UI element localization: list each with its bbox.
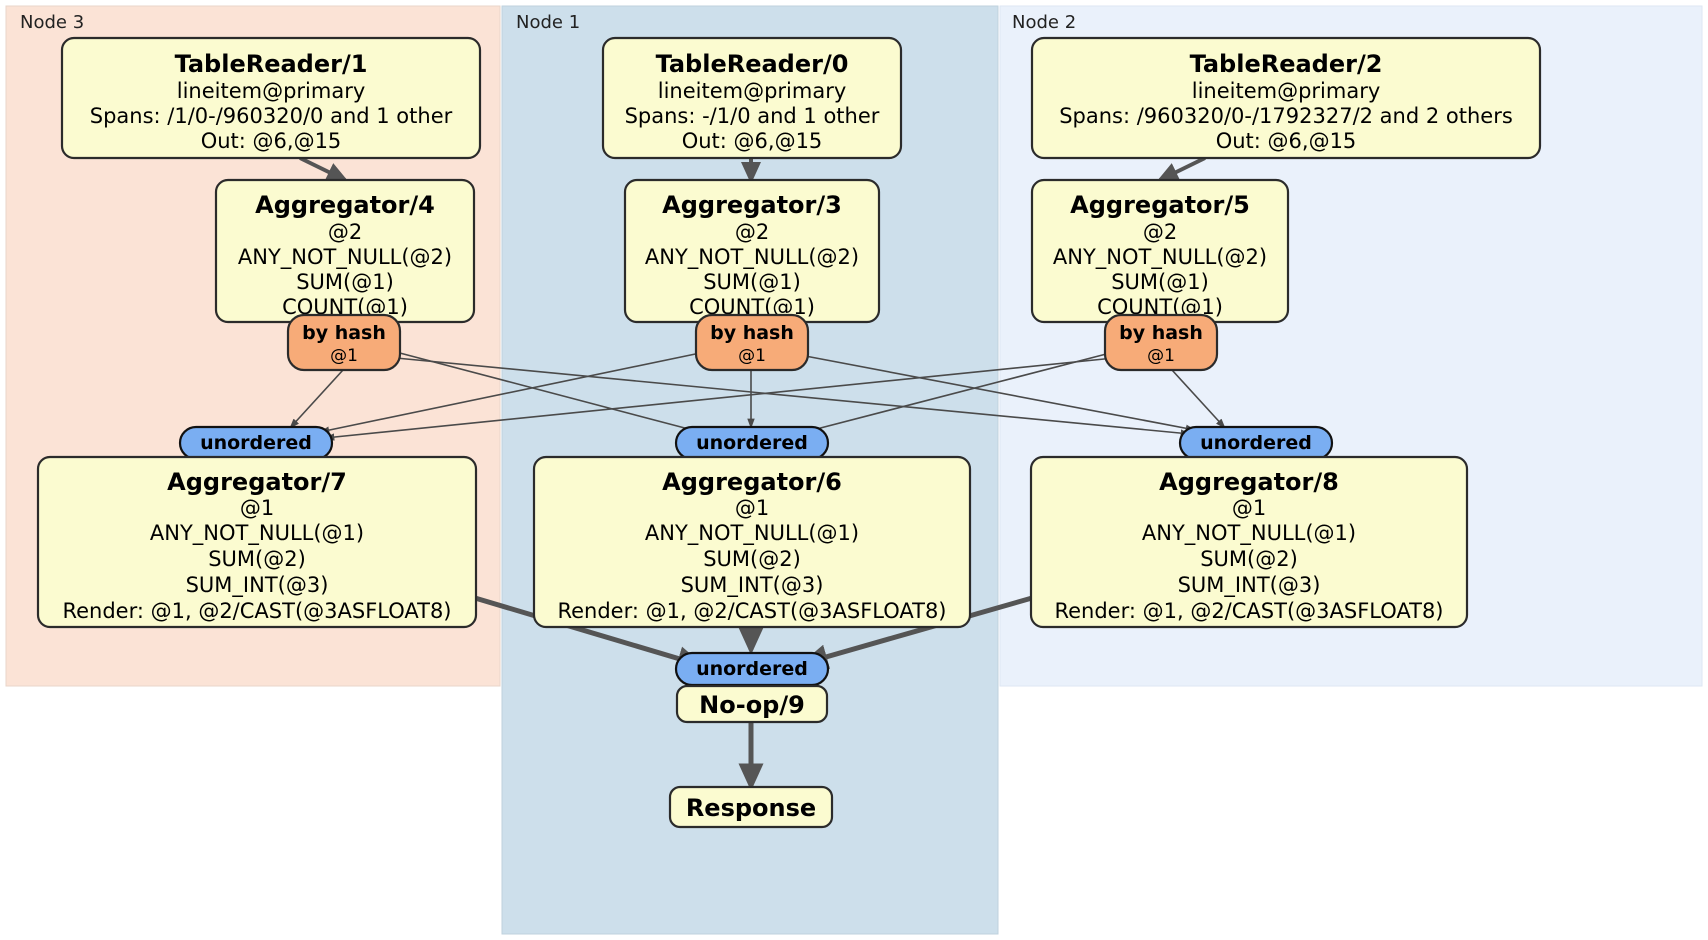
aggregator-8-line-0: @1 bbox=[1232, 496, 1266, 520]
synchronizer-unordered-right[interactable]: unordered bbox=[1178, 425, 1334, 461]
aggregator-6-line-4: Render: @1, @2/CAST(@3ASFLOAT8) bbox=[557, 599, 946, 623]
table-reader-1-line-1: Spans: /1/0-/960320/0 and 1 other bbox=[90, 104, 453, 128]
aggregator-8-line-1: ANY_NOT_NULL(@1) bbox=[1142, 521, 1356, 546]
table-reader-1-line-2: Out: @6,@15 bbox=[201, 129, 342, 153]
edge-hash-left-to-unordered-center bbox=[395, 351, 701, 434]
panel-node-2-label: Node 2 bbox=[1012, 12, 1076, 33]
unordered-final-label: unordered bbox=[696, 658, 808, 680]
table-reader-2-line-0: lineitem@primary bbox=[1192, 79, 1381, 103]
synchronizer-unordered-final[interactable]: unordered bbox=[674, 651, 830, 687]
processor-aggregator-6[interactable]: Aggregator/6 @1 ANY_NOT_NULL(@1) SUM(@2)… bbox=[532, 455, 972, 629]
edge-hash-right-to-unordered-center bbox=[804, 351, 1115, 434]
table-reader-0-line-0: lineitem@primary bbox=[658, 79, 847, 103]
by-hash-left-label: by hash bbox=[302, 322, 386, 344]
edge-hash-left-to-unordered-left bbox=[289, 369, 344, 429]
aggregator-4-line-1: ANY_NOT_NULL(@2) bbox=[238, 245, 452, 270]
by-hash-center-sub: @1 bbox=[738, 346, 766, 366]
aggregator-7-line-3: SUM_INT(@3) bbox=[186, 573, 329, 598]
edge-hash-right-to-unordered-left bbox=[324, 357, 1115, 441]
table-reader-2-line-2: Out: @6,@15 bbox=[1216, 129, 1357, 153]
aggregator-4-title: Aggregator/4 bbox=[255, 191, 435, 219]
aggregator-5-title: Aggregator/5 bbox=[1070, 191, 1250, 219]
panel-node-1-label: Node 1 bbox=[516, 12, 580, 33]
aggregator-3-line-2: SUM(@1) bbox=[703, 270, 801, 294]
edge-agg8-to-unordered-final bbox=[800, 595, 1033, 669]
aggregator-6-line-1: ANY_NOT_NULL(@1) bbox=[645, 521, 859, 546]
router-by-hash-right[interactable]: by hash @1 bbox=[1103, 313, 1219, 372]
aggregator-6-line-3: SUM_INT(@3) bbox=[681, 573, 824, 598]
edge-tr1-to-agg4 bbox=[299, 156, 349, 182]
aggregator-6-title: Aggregator/6 bbox=[662, 468, 842, 496]
aggregator-3-title: Aggregator/3 bbox=[662, 191, 842, 219]
aggregator-7-title: Aggregator/7 bbox=[167, 468, 347, 496]
router-by-hash-left[interactable]: by hash @1 bbox=[286, 313, 402, 372]
aggregator-6-line-0: @1 bbox=[735, 496, 769, 520]
aggregator-8-line-4: Render: @1, @2/CAST(@3ASFLOAT8) bbox=[1054, 599, 1443, 623]
processor-response[interactable]: Response bbox=[668, 785, 834, 829]
aggregator-5-line-1: ANY_NOT_NULL(@2) bbox=[1053, 245, 1267, 270]
synchronizer-unordered-left[interactable]: unordered bbox=[178, 425, 334, 461]
synchronizer-unordered-center[interactable]: unordered bbox=[674, 425, 830, 461]
edge-agg7-to-unordered-final bbox=[474, 595, 705, 671]
aggregator-5-line-2: SUM(@1) bbox=[1111, 270, 1209, 294]
table-reader-1-line-0: lineitem@primary bbox=[177, 79, 366, 103]
table-reader-0-title: TableReader/0 bbox=[656, 50, 849, 78]
by-hash-right-label: by hash bbox=[1119, 322, 1203, 344]
aggregator-3-line-1: ANY_NOT_NULL(@2) bbox=[645, 245, 859, 270]
edge-hash-center-to-unordered-right bbox=[799, 354, 1196, 432]
aggregator-7-line-4: Render: @1, @2/CAST(@3ASFLOAT8) bbox=[62, 599, 451, 623]
processor-aggregator-3[interactable]: Aggregator/3 @2 ANY_NOT_NULL(@2) SUM(@1)… bbox=[623, 178, 881, 324]
aggregator-5-line-0: @2 bbox=[1143, 220, 1177, 244]
aggregator-7-line-0: @1 bbox=[240, 496, 274, 520]
processor-table-reader-2[interactable]: TableReader/2 lineitem@primary Spans: /9… bbox=[1030, 36, 1542, 160]
unordered-left-label: unordered bbox=[200, 432, 312, 454]
processor-aggregator-8[interactable]: Aggregator/8 @1 ANY_NOT_NULL(@1) SUM(@2)… bbox=[1029, 455, 1469, 629]
aggregator-4-line-0: @2 bbox=[328, 220, 362, 244]
table-reader-0-line-1: Spans: -/1/0 and 1 other bbox=[625, 104, 880, 128]
aggregator-7-line-2: SUM(@2) bbox=[208, 547, 306, 571]
by-hash-left-sub: @1 bbox=[330, 346, 358, 366]
processor-aggregator-5[interactable]: Aggregator/5 @2 ANY_NOT_NULL(@2) SUM(@1)… bbox=[1030, 178, 1290, 324]
aggregator-8-line-3: SUM_INT(@3) bbox=[1178, 573, 1321, 598]
aggregator-8-line-2: SUM(@2) bbox=[1200, 547, 1298, 571]
by-hash-center-label: by hash bbox=[710, 322, 794, 344]
processor-table-reader-1[interactable]: TableReader/1 lineitem@primary Spans: /1… bbox=[60, 36, 482, 160]
panel-node-3-label: Node 3 bbox=[20, 12, 84, 33]
aggregator-4-line-2: SUM(@1) bbox=[296, 270, 394, 294]
table-reader-2-title: TableReader/2 bbox=[1190, 50, 1383, 78]
by-hash-right-sub: @1 bbox=[1147, 346, 1175, 366]
processor-noop-9[interactable]: No-op/9 bbox=[675, 684, 829, 724]
processor-table-reader-0[interactable]: TableReader/0 lineitem@primary Spans: -/… bbox=[601, 36, 903, 160]
aggregator-3-line-0: @2 bbox=[735, 220, 769, 244]
processor-aggregator-7[interactable]: Aggregator/7 @1 ANY_NOT_NULL(@1) SUM(@2)… bbox=[36, 455, 478, 629]
table-reader-0-line-2: Out: @6,@15 bbox=[682, 129, 823, 153]
router-by-hash-center[interactable]: by hash @1 bbox=[694, 313, 810, 372]
edge-hash-right-to-unordered-right bbox=[1171, 369, 1226, 429]
table-reader-1-title: TableReader/1 bbox=[175, 50, 368, 78]
edge-hash-center-to-unordered-left bbox=[319, 351, 706, 434]
response-title: Response bbox=[686, 794, 816, 822]
aggregator-6-line-2: SUM(@2) bbox=[703, 547, 801, 571]
aggregator-7-line-1: ANY_NOT_NULL(@1) bbox=[150, 521, 364, 546]
unordered-center-label: unordered bbox=[696, 432, 808, 454]
noop-9-title: No-op/9 bbox=[699, 691, 805, 719]
edge-tr2-to-agg5 bbox=[1156, 156, 1206, 182]
unordered-right-label: unordered bbox=[1200, 432, 1312, 454]
aggregator-8-title: Aggregator/8 bbox=[1159, 468, 1339, 496]
processor-aggregator-4[interactable]: Aggregator/4 @2 ANY_NOT_NULL(@2) SUM(@1)… bbox=[214, 178, 476, 324]
table-reader-2-line-1: Spans: /960320/0-/1792327/2 and 2 others bbox=[1059, 104, 1513, 128]
edge-hash-left-to-unordered-right bbox=[395, 357, 1191, 437]
